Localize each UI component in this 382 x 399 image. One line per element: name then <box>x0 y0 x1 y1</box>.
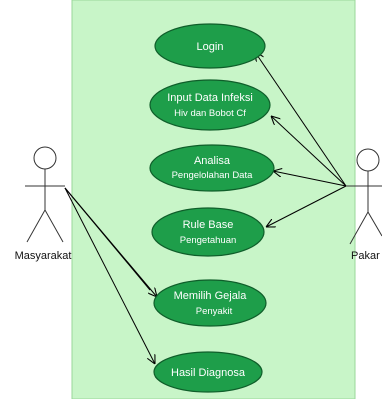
assoc-masyarakat-hasil-diagnosa <box>64 187 155 364</box>
actor-masyarakat <box>25 146 65 243</box>
use-case-memilih-gejala: Memilih Gejala Penyakit <box>153 279 267 327</box>
actor-pakar-leg-right <box>367 211 382 237</box>
actor-pakar-label: Pakar <box>351 250 380 262</box>
use-case-input-data: Input Data Infeksi Hiv dan Bobot Cf <box>149 79 271 131</box>
assoc-pakar-login <box>255 52 347 187</box>
actor-masyarakat-label: Masyarakat <box>15 250 72 262</box>
use-case-memilih-gejala-label-2: Penyakit <box>196 306 233 317</box>
assoc-masyarakat-extra <box>64 187 151 291</box>
assoc-pakar-analisa <box>273 171 347 187</box>
use-case-rule-base: Rule Base Pengetahuan <box>151 207 265 257</box>
actor-masyarakat-leg-right <box>44 209 64 243</box>
use-case-login-label: Login <box>197 41 224 53</box>
use-case-input-data-label-1: Input Data Infeksi <box>167 92 253 104</box>
use-case-rule-base-label-2: Pengetahuan <box>180 235 237 246</box>
use-case-analisa-label-2: Pengelolahan Data <box>172 170 254 181</box>
actor-masyarakat-head <box>33 146 57 170</box>
actor-masyarakat-leg-left <box>26 209 46 243</box>
assoc-pakar-rule-base <box>266 185 347 227</box>
actor-pakar-head <box>356 148 380 172</box>
use-case-memilih-gejala-label-1: Memilih Gejala <box>174 290 248 302</box>
use-case-hasil-diagnosa: Hasil Diagnosa <box>153 351 263 393</box>
assoc-pakar-input-data <box>271 116 347 187</box>
use-case-login: Login <box>154 23 266 69</box>
use-case-rule-base-label-1: Rule Base <box>183 219 234 231</box>
actor-pakar <box>346 148 382 245</box>
use-case-hasil-diagnosa-label: Hasil Diagnosa <box>171 367 246 379</box>
associations <box>64 52 347 364</box>
use-case-analisa: Analisa Pengelolahan Data <box>149 144 275 192</box>
actor-pakar-leg-left <box>349 211 369 245</box>
use-case-input-data-label-2: Hiv dan Bobot Cf <box>174 108 246 119</box>
use-case-analisa-label-1: Analisa <box>194 155 231 167</box>
